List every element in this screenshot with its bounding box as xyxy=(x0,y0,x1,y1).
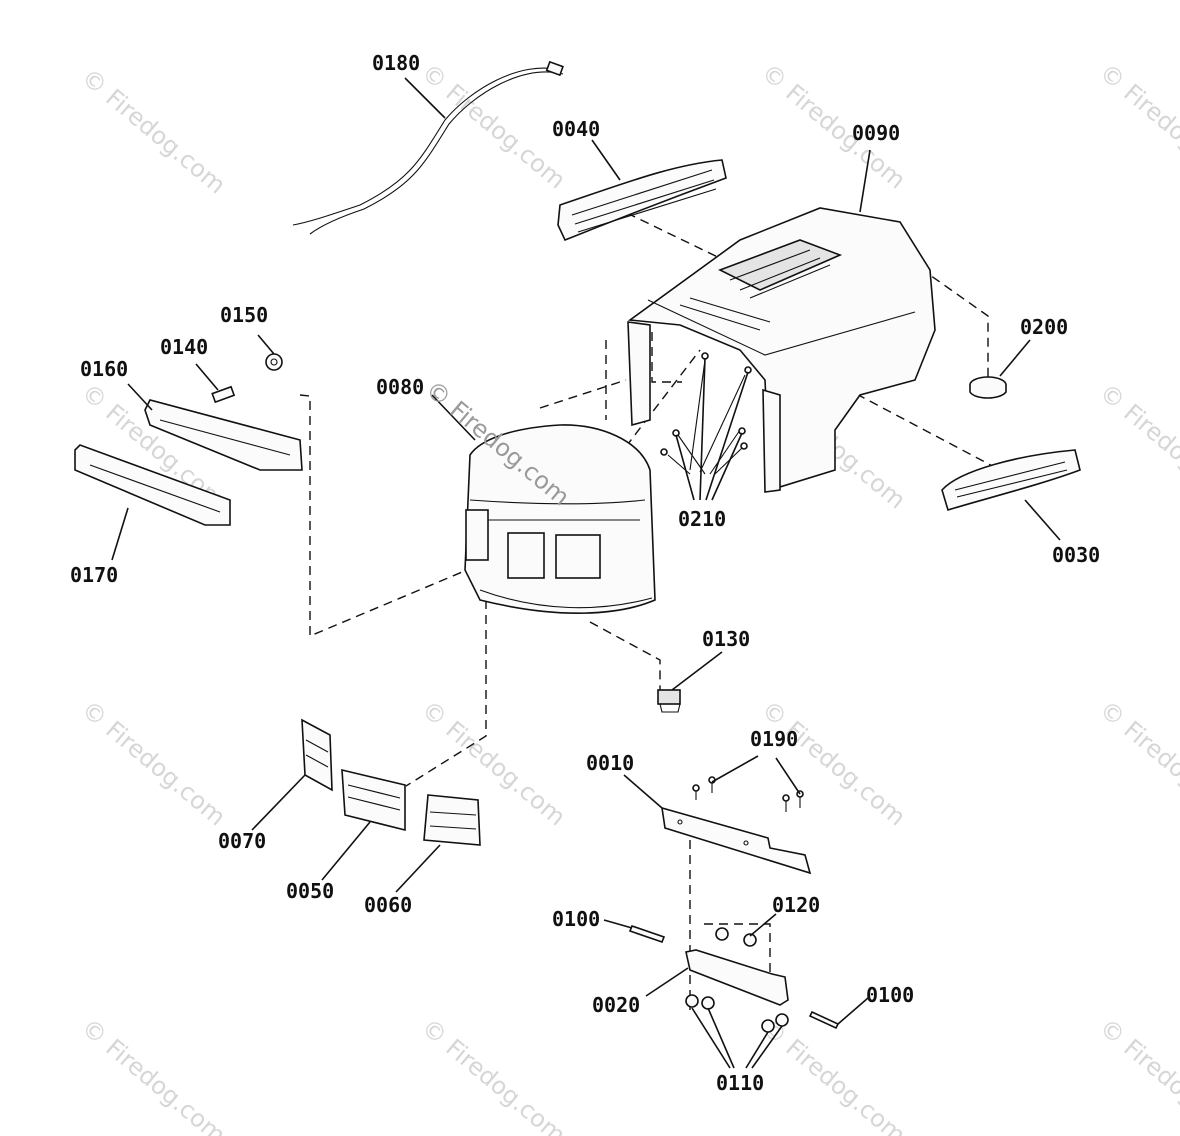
watermark: © Firedog.com xyxy=(76,695,231,831)
label-0180: 0180 xyxy=(372,51,420,75)
watermark: © Firedog.com xyxy=(416,58,571,194)
label-0070: 0070 xyxy=(218,829,266,853)
label-0140: 0140 xyxy=(160,335,208,359)
watermark: © Firedog.com xyxy=(76,63,231,199)
label-0120: 0120 xyxy=(772,893,820,917)
grille-housing-0080 xyxy=(464,424,656,614)
watermark: © Firedog.com xyxy=(756,1013,911,1136)
cap-0200 xyxy=(969,376,1007,399)
label-0110: 0110 xyxy=(716,1071,764,1095)
part-labels: 0180 0040 0090 0200 0150 0140 0160 0080 … xyxy=(70,51,1100,1095)
label-0150: 0150 xyxy=(220,303,268,327)
watermark: © Firedog.com xyxy=(76,1013,231,1136)
watermark: © Firedog.com xyxy=(1094,1013,1180,1136)
label-0090: 0090 xyxy=(852,121,900,145)
watermark: © Firedog.com xyxy=(1094,378,1180,514)
label-0100: 0100 xyxy=(552,907,600,931)
label-0210: 0210 xyxy=(678,507,726,531)
label-0080: 0080 xyxy=(376,375,424,399)
side-insert-0030 xyxy=(941,449,1081,512)
label-0050: 0050 xyxy=(286,879,334,903)
wire-harness-0180 xyxy=(292,60,564,235)
hood-0090 xyxy=(627,207,936,493)
bolts-0100 xyxy=(628,924,840,1030)
label-0130: 0130 xyxy=(702,627,750,651)
label-0020: 0020 xyxy=(592,993,640,1017)
bolts-0190 xyxy=(692,776,804,812)
headlight-parts xyxy=(74,353,303,526)
leader-lines xyxy=(111,77,1061,1069)
hood-insert-0040 xyxy=(557,159,727,242)
screws-0210 xyxy=(660,352,752,475)
label-0040: 0040 xyxy=(552,117,600,141)
label-0030: 0030 xyxy=(1052,543,1100,567)
label-0060: 0060 xyxy=(364,893,412,917)
clip-0130 xyxy=(657,689,681,713)
watermark: © Firedog.com xyxy=(1094,695,1180,831)
label-0190: 0190 xyxy=(750,727,798,751)
bracket-0010 xyxy=(661,806,812,875)
label-0170: 0170 xyxy=(70,563,118,587)
grille-inserts xyxy=(301,718,481,846)
label-0200: 0200 xyxy=(1020,315,1068,339)
label-0160: 0160 xyxy=(80,357,128,381)
label-0100b: 0100 xyxy=(866,983,914,1007)
bumper-bracket-0020 xyxy=(685,949,789,1006)
watermark: © Firedog.com xyxy=(1094,58,1180,194)
label-0010: 0010 xyxy=(586,751,634,775)
watermark: © Firedog.com xyxy=(416,1013,571,1136)
